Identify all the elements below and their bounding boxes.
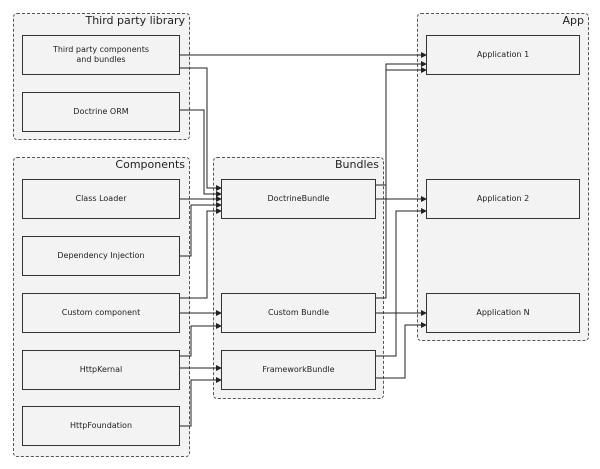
bundles-title: Bundles xyxy=(334,158,379,171)
application-2-box[interactable]: Application 2 xyxy=(426,179,580,219)
edge-doctrinebundle-app1 xyxy=(376,61,427,186)
app-title: App xyxy=(562,14,585,27)
http-foundation-box[interactable]: HttpFoundation xyxy=(22,406,180,446)
custom-component-box[interactable]: Custom component xyxy=(22,293,180,333)
edge-di-doctrinebundle xyxy=(180,202,222,257)
third-party-library-title: Third party library xyxy=(85,14,185,27)
edge-thirdparty-doctrinebundle xyxy=(180,67,222,191)
edge-custombundle-app1 xyxy=(376,67,427,299)
class-loader-box[interactable]: Class Loader xyxy=(22,179,180,219)
doctrine-bundle-box[interactable]: DoctrineBundle xyxy=(221,179,376,219)
components-title: Components xyxy=(115,158,185,171)
dependency-injection-box[interactable]: Dependency Injection xyxy=(22,236,180,276)
edge-frameworkbundle-appn xyxy=(376,322,427,379)
third-party-components-box[interactable]: Third party components and bundles xyxy=(22,35,180,75)
http-kernal-box[interactable]: HttpKernal xyxy=(22,350,180,390)
application-n-box[interactable]: Application N xyxy=(426,293,580,333)
edge-httpkernal-custombundle xyxy=(180,323,222,357)
edge-httpfoundation-frameworkbundle xyxy=(180,377,222,427)
edge-customcomponent-doctrinebundle xyxy=(180,208,222,299)
custom-bundle-box[interactable]: Custom Bundle xyxy=(221,293,376,333)
edge-doctrineorm-doctrinebundle xyxy=(180,109,222,197)
edge-frameworkbundle-app2 xyxy=(376,208,427,357)
framework-bundle-box[interactable]: FrameworkBundle xyxy=(221,350,376,390)
doctrine-orm-box[interactable]: Doctrine ORM xyxy=(22,92,180,132)
application-1-box[interactable]: Application 1 xyxy=(426,35,580,75)
